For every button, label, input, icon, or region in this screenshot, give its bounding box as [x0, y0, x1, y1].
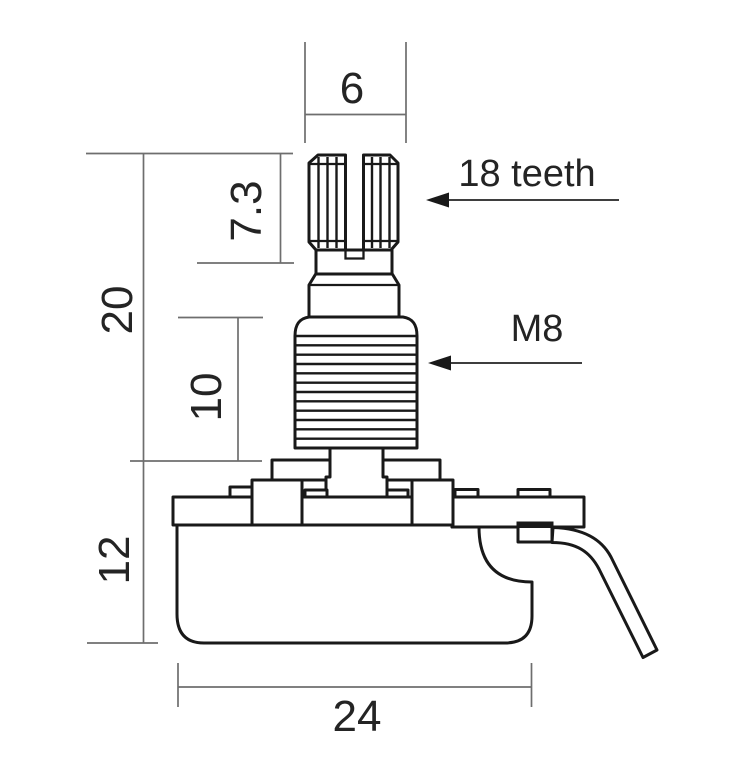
m8-arrow-head [428, 355, 451, 371]
shaft-base [307, 272, 401, 319]
m8-callout-label: M8 [511, 308, 564, 350]
shaft-neck [314, 248, 394, 276]
neck-strip-right [385, 488, 410, 499]
dim-12-label: 12 [90, 536, 139, 585]
base-plate-left [250, 478, 304, 527]
slot-bottom [344, 250, 365, 260]
right-extension-tab-outer [516, 488, 552, 499]
base-plate-center [300, 495, 414, 527]
teeth-callout-label: 18 teeth [458, 153, 595, 195]
thread-lines [296, 334, 416, 440]
terminal-block-top-band [516, 521, 554, 528]
dim-10-label: 10 [182, 373, 231, 422]
knurl-teeth-lines [317, 157, 391, 248]
pot-body-can [175, 523, 534, 645]
right-extension-tab-inner [453, 488, 480, 499]
dim-6-extension-lines [304, 42, 407, 143]
left-ear [171, 495, 255, 527]
dim-20-label: 20 [93, 286, 142, 335]
dim-24-label: 24 [333, 692, 382, 741]
dim-24-ticks [177, 663, 533, 707]
dim-7-3-label: 7.3 [222, 180, 271, 241]
base-plate-right [410, 478, 455, 527]
bushing-neck [324, 446, 389, 499]
dim-6-label: 6 [340, 64, 364, 113]
neck-strip-left [303, 488, 329, 499]
mid-plate-left [270, 458, 332, 482]
left-ear-tab [228, 485, 254, 499]
mid-plate-right [381, 458, 442, 482]
terminal-lug [550, 526, 659, 659]
teeth-arrow-head [426, 192, 449, 208]
